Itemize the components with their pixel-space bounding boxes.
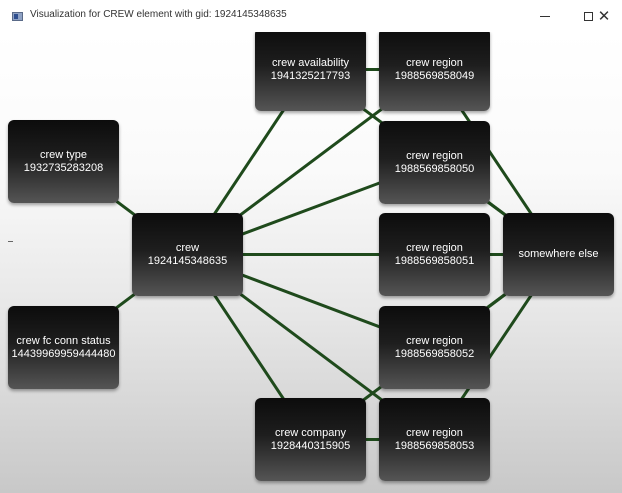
node-gid: 1924145348635 bbox=[147, 254, 228, 267]
node-crew-region[interactable]: crew region 1988569858053 bbox=[379, 398, 490, 481]
app-icon bbox=[12, 12, 23, 21]
node-gid: 1988569858053 bbox=[394, 439, 475, 452]
close-icon: ✕ bbox=[597, 7, 611, 25]
close-button[interactable]: ✕ bbox=[586, 0, 622, 32]
node-crew-region[interactable]: crew region 1988569858050 bbox=[379, 121, 490, 204]
minimize-button[interactable] bbox=[522, 0, 568, 32]
node-gid: 1928440315905 bbox=[270, 439, 351, 452]
node-gid: 1988569858051 bbox=[394, 254, 475, 267]
node-label: crew bbox=[175, 241, 200, 254]
node-crew-fc-conn-status[interactable]: crew fc conn status 14439969959444480 bbox=[8, 306, 119, 389]
node-label: crew region bbox=[406, 56, 463, 69]
node-gid: 1988569858050 bbox=[394, 162, 475, 175]
node-crew-region[interactable]: crew region 1988569858052 bbox=[379, 306, 490, 389]
maximize-button[interactable] bbox=[565, 0, 611, 32]
node-crew-region[interactable]: crew region 1988569858049 bbox=[379, 32, 490, 111]
node-label: crew company bbox=[275, 426, 346, 439]
node-crew[interactable]: crew 1924145348635 bbox=[132, 213, 243, 296]
node-label: crew fc conn status bbox=[16, 334, 111, 347]
node-label: crew region bbox=[406, 426, 463, 439]
title-bar[interactable]: Visualization for CREW element with gid:… bbox=[0, 0, 622, 32]
node-crew-availability[interactable]: crew availability 1941325217793 bbox=[255, 32, 366, 111]
window-title: Visualization for CREW element with gid:… bbox=[30, 9, 287, 20]
node-crew-region[interactable]: crew region 1988569858051 bbox=[379, 213, 490, 296]
node-gid: 14439969959444480 bbox=[11, 347, 116, 360]
node-crew-company[interactable]: crew company 1928440315905 bbox=[255, 398, 366, 481]
maximize-icon bbox=[583, 11, 593, 21]
node-gid: 1941325217793 bbox=[270, 69, 351, 82]
canvas-tick-mark bbox=[8, 241, 13, 242]
node-label: crew region bbox=[406, 241, 463, 254]
node-label: crew availability bbox=[271, 56, 350, 69]
node-gid: 1988569858049 bbox=[394, 69, 475, 82]
minimize-icon bbox=[540, 15, 550, 17]
graph-canvas[interactable]: crew type 1932735283208 crew fc conn sta… bbox=[0, 32, 622, 493]
node-label: somewhere else bbox=[518, 248, 599, 260]
node-somewhere-else[interactable]: somewhere else bbox=[503, 213, 614, 296]
node-label: crew region bbox=[406, 149, 463, 162]
node-label: crew type bbox=[39, 148, 88, 161]
node-label: crew region bbox=[406, 334, 463, 347]
node-gid: 1932735283208 bbox=[23, 161, 104, 174]
node-crew-type[interactable]: crew type 1932735283208 bbox=[8, 120, 119, 203]
node-gid: 1988569858052 bbox=[394, 347, 475, 360]
